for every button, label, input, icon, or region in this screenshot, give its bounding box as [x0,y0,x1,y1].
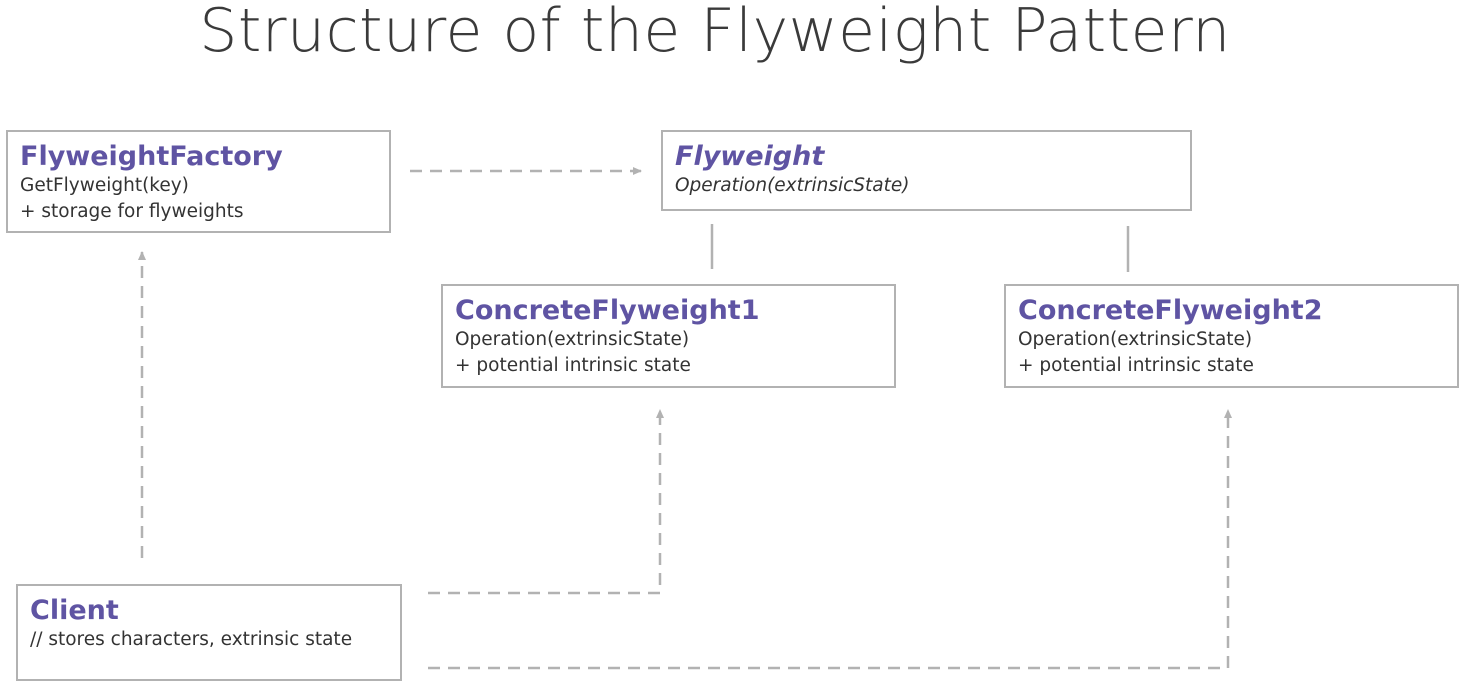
flyweight-name: Flyweight [675,141,825,172]
client-to-concrete1-arrow [428,409,664,595]
concrete-flyweight1-operation: Operation(extrinsicState) [455,329,690,350]
concrete-flyweight2-name: ConcreteFlyweight2 [1018,295,1323,326]
concrete-flyweight2-state: + potential intrinsic state [1018,355,1254,376]
client-name: Client [30,595,119,626]
client-to-concrete2-arrow [428,409,1232,670]
concrete-flyweight1-name: ConcreteFlyweight1 [455,295,760,326]
flyweight-factory-storage: + storage for flyweights [20,201,244,222]
client-box: Client // stores characters, extrinsic s… [16,584,402,681]
concrete-flyweight1-box: ConcreteFlyweight1 Operation(extrinsicSt… [441,284,896,388]
flyweight-box: Flyweight Operation(extrinsicState) [661,130,1192,211]
concrete-flyweight2-box: ConcreteFlyweight2 Operation(extrinsicSt… [1004,284,1459,388]
flyweight-factory-box: FlyweightFactory GetFlyweight(key) + sto… [6,130,391,233]
flyweight-factory-method: GetFlyweight(key) [20,175,189,196]
flyweight-operation: Operation(extrinsicState) [675,175,910,196]
diagram-title: Structure of the Flyweight Pattern [199,0,1231,66]
concrete-flyweight1-state: + potential intrinsic state [455,355,691,376]
flyweight-factory-name: FlyweightFactory [20,141,283,172]
client-comment: // stores characters, extrinsic state [30,629,353,650]
concrete-flyweight2-operation: Operation(extrinsicState) [1018,329,1253,350]
